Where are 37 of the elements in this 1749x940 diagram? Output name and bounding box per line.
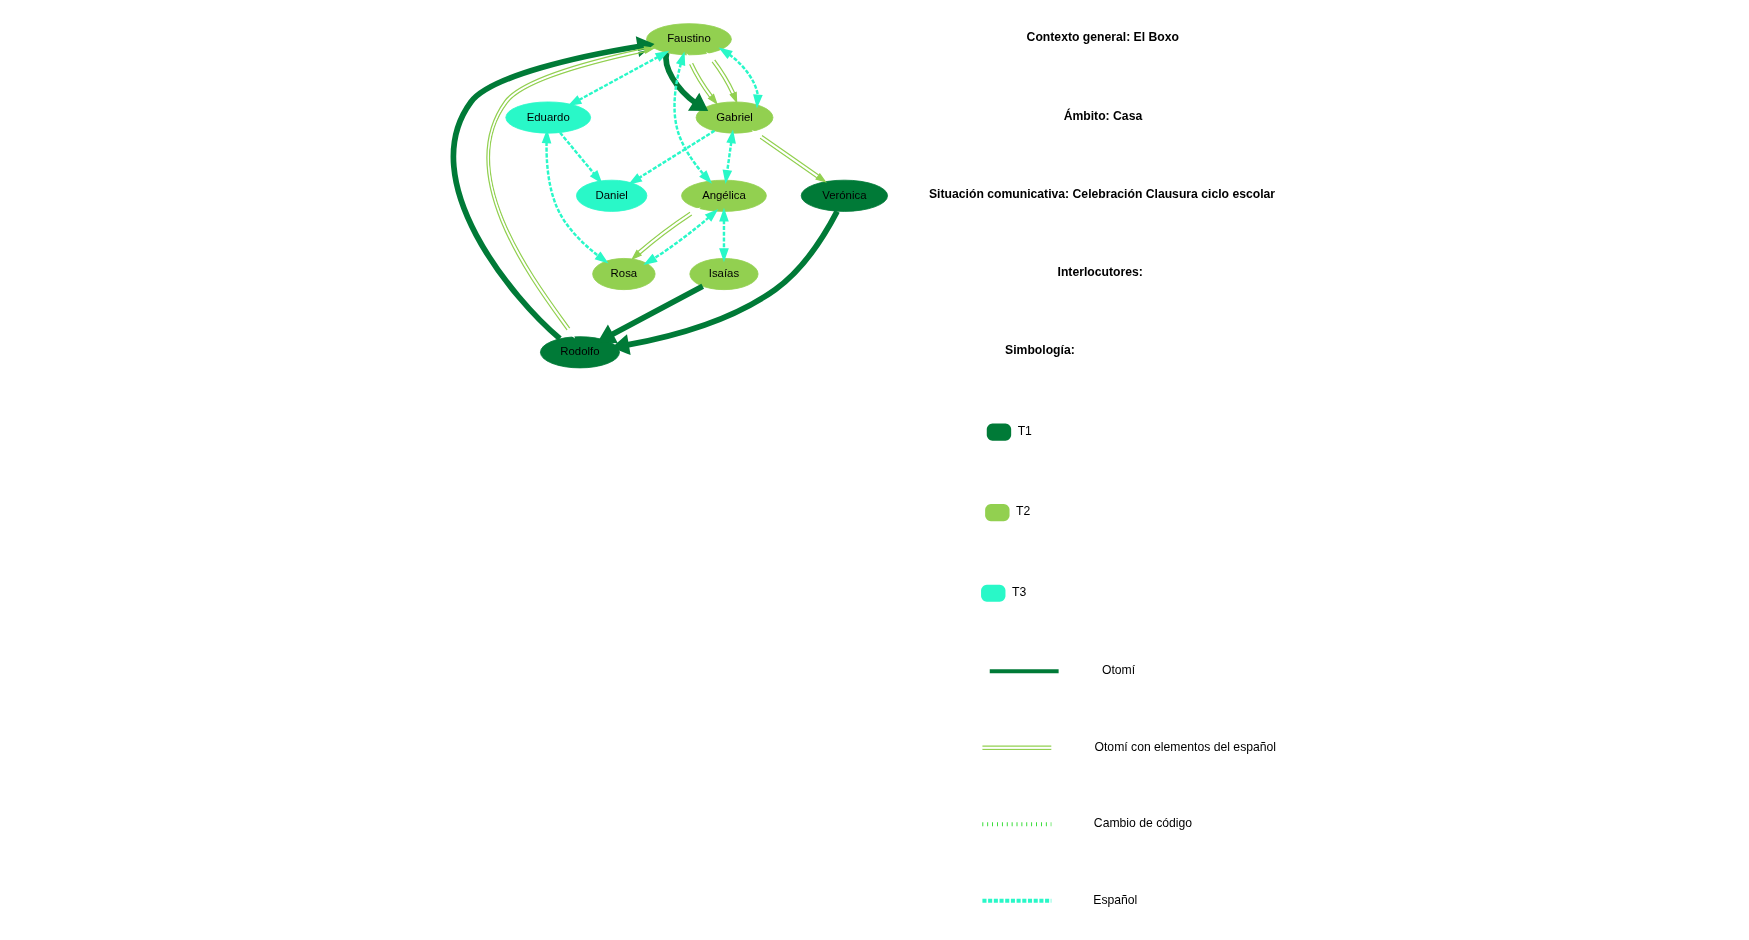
legend-label: T3: [1011, 585, 1026, 600]
label: Interlocutores:: [1057, 265, 1143, 280]
arrow: [627, 129, 715, 185]
arrow: [686, 53, 718, 105]
node-ellipse: Verónica: [800, 179, 888, 212]
legend-label: Otomí con elementos del español: [1093, 739, 1276, 754]
arrow: [450, 36, 654, 341]
arrow: [705, 52, 737, 104]
label: Simbología:: [1004, 343, 1075, 358]
label: Situación comunicativa: Celebración Clausura ciclo escolar: [928, 186, 1275, 201]
node-ellipse: Isaías: [688, 258, 758, 291]
label: Contexto general: El Boxo: [1026, 30, 1179, 45]
arrow: [722, 129, 736, 184]
node-ellipse: Angélica: [680, 179, 767, 212]
node-ellipse: Rosa: [591, 258, 655, 291]
legend-label: Cambio de código: [1093, 816, 1192, 831]
arrow: [662, 52, 708, 111]
arrow: [567, 50, 669, 107]
arrow: [485, 46, 656, 339]
node-ellipse: Gabriel: [695, 101, 773, 134]
legend-label: Español: [1092, 892, 1137, 907]
arrow: [718, 47, 763, 109]
arrow: [597, 283, 704, 344]
legend-label: Otomí: [1101, 663, 1135, 678]
arrow: [558, 131, 602, 184]
legend-label: T1: [1017, 423, 1032, 438]
node-ellipse: Daniel: [575, 179, 647, 212]
legend-label: T2: [1015, 504, 1030, 519]
arrow: [718, 207, 729, 263]
label: Ámbito: Casa: [1063, 108, 1142, 123]
node-ellipse: Eduardo: [504, 101, 591, 134]
arrow: [642, 208, 718, 266]
arrow: [541, 129, 609, 264]
arrow: [630, 207, 701, 261]
arrow: [751, 130, 827, 183]
arrow: [672, 51, 712, 184]
node-ellipse: Rodolfo: [539, 336, 620, 369]
